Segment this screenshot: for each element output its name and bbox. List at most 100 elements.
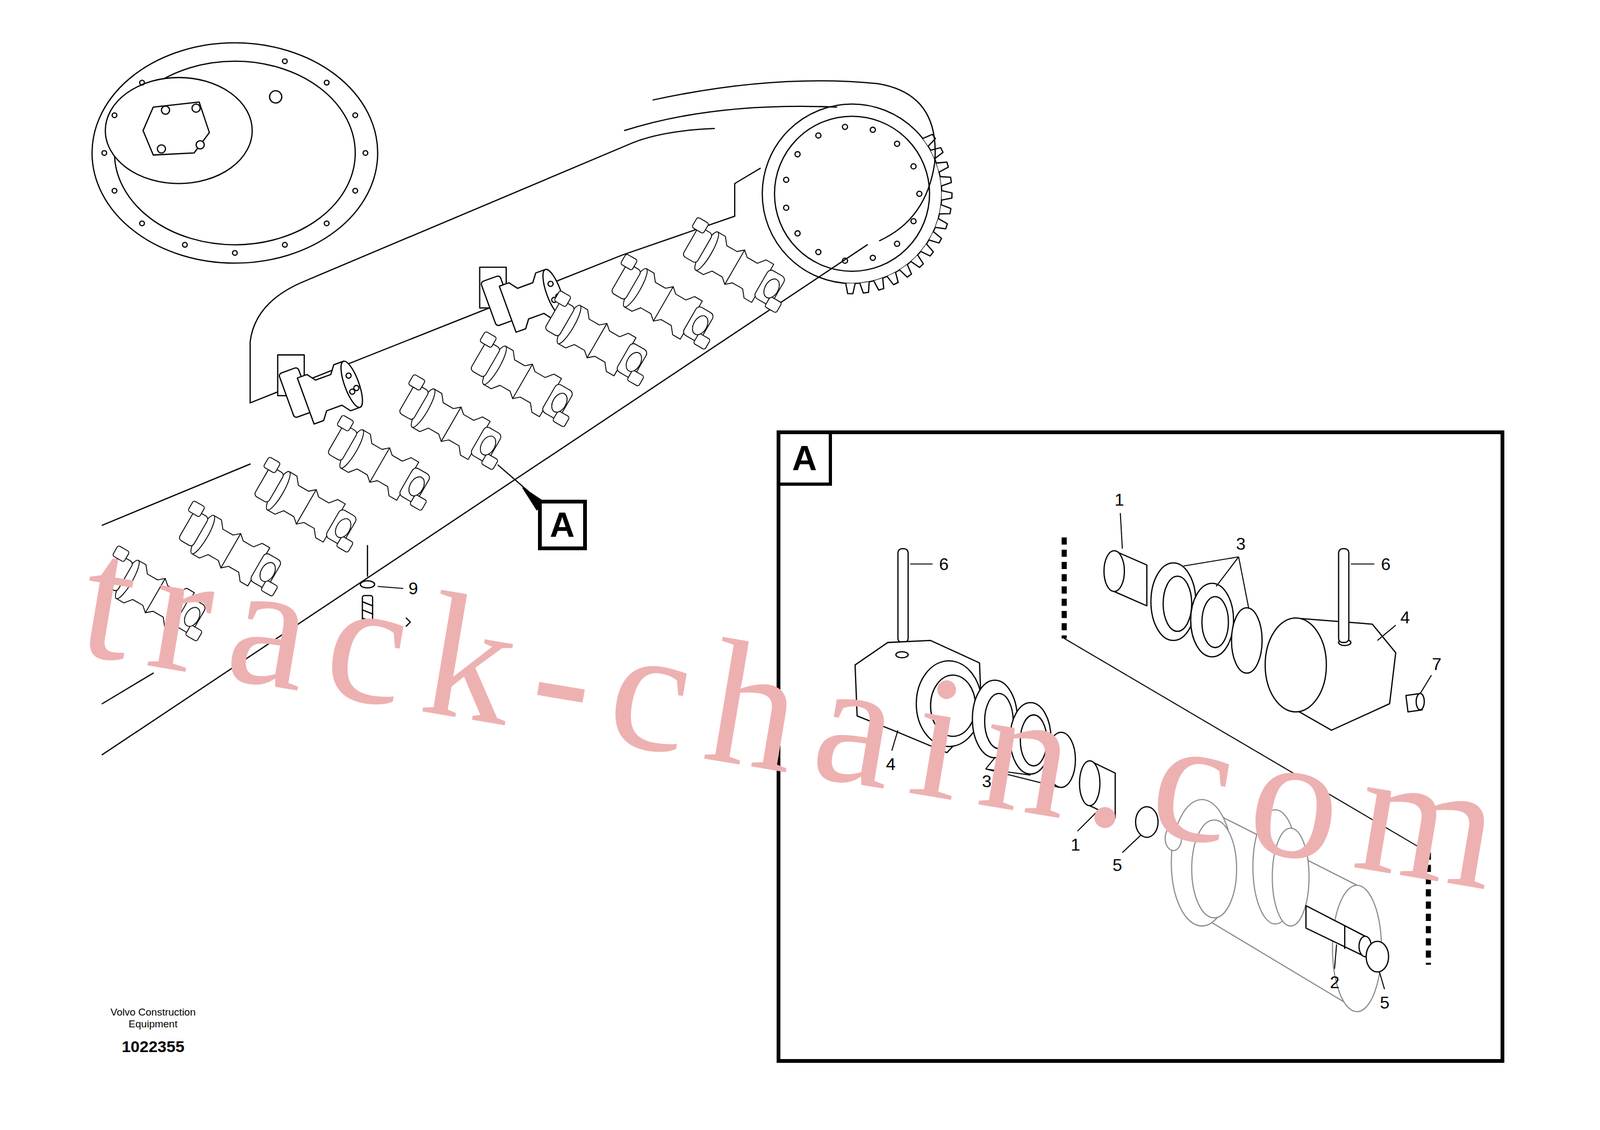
track-frame [624, 106, 837, 131]
bolt-holes [282, 59, 288, 64]
bolt [161, 105, 170, 114]
shaft-groove [1344, 926, 1346, 949]
bolt-holes [112, 112, 118, 118]
bolt-holes [112, 188, 118, 194]
sprocket-tooth [930, 147, 943, 160]
track-rollers [319, 414, 444, 514]
sprocket-hole [815, 132, 821, 138]
sprocket-hole [794, 231, 800, 236]
view-leader [498, 464, 529, 492]
sprocket-hole [870, 127, 875, 133]
pin [1338, 548, 1350, 643]
bolt-holes [182, 242, 188, 248]
callout-number: 6 [1380, 554, 1391, 575]
seal [1190, 583, 1234, 658]
view-heading: A [780, 434, 832, 486]
callout-number: 6 [938, 554, 949, 575]
view-callout-box: A [537, 499, 587, 551]
bolt-holes [282, 242, 288, 248]
drive-plate [105, 77, 253, 184]
sprocket-hole [794, 151, 800, 157]
sprocket-ring [774, 116, 930, 271]
sprocket-tooth [936, 162, 949, 173]
track-frame [734, 168, 760, 217]
leader-lines [1350, 563, 1375, 565]
sprocket-tooth [873, 278, 885, 291]
sprocket-hole [916, 191, 922, 197]
sprocket-hole [783, 177, 789, 183]
sprocket-rim [762, 104, 942, 284]
carrier-rollers [278, 349, 367, 430]
sprocket-hole [815, 249, 821, 255]
sprocket-hole [894, 241, 900, 247]
track-rollers [390, 374, 515, 473]
bolt-holes [324, 220, 329, 226]
bolt-holes [363, 150, 369, 156]
callout-number: 3 [1236, 534, 1246, 555]
sprocket-tooth [941, 190, 952, 200]
callout-number: 1 [1114, 490, 1125, 511]
bolt-holes [353, 188, 358, 194]
leader-lines [1238, 556, 1250, 609]
leader-lines [1419, 675, 1432, 694]
callout-number: 2 [1329, 972, 1340, 993]
group-bracket [1061, 537, 1067, 639]
sprocket-tooth [920, 244, 934, 256]
track-rollers [461, 331, 586, 430]
bolt-holes [102, 150, 107, 156]
drive-hub [142, 102, 210, 156]
sprocket-tooth [935, 218, 948, 229]
leader-lines [1120, 513, 1123, 549]
bolt-holes [102, 59, 369, 256]
ring-outer [91, 42, 378, 264]
bolt [196, 140, 205, 149]
leader-lines [1379, 972, 1385, 990]
view-letter: A [549, 507, 575, 543]
bolt [157, 145, 166, 154]
sprocket-hole [870, 255, 875, 261]
leader-lines [1377, 625, 1396, 641]
leader-lines [1183, 556, 1239, 566]
leader-lines [909, 563, 933, 565]
watermark: track-chain.com [68, 493, 1534, 935]
bolt [191, 104, 200, 113]
sprocket-hole [894, 141, 900, 147]
seal [1231, 607, 1262, 673]
sprocket-hole [910, 218, 916, 224]
sprocket-tooth [859, 282, 870, 294]
callout-number: 5 [1379, 993, 1390, 1014]
sprocket-tooth [928, 231, 942, 243]
sprocket-tooth [939, 204, 951, 214]
leader-lines [1216, 556, 1239, 587]
track-frame [653, 80, 936, 241]
sprocket-hole [783, 205, 789, 211]
maker-name: Volvo Construction Equipment [99, 1006, 207, 1031]
bolt-holes [324, 80, 329, 85]
sprocket-tooth [940, 176, 952, 186]
callout-number: 7 [1431, 654, 1442, 675]
sprocket-hole [842, 124, 848, 129]
o-ring [1366, 941, 1389, 973]
leader-lines [1334, 944, 1337, 970]
bolt-holes [353, 112, 358, 118]
callout-number: 4 [1400, 607, 1410, 628]
shaft [1306, 905, 1366, 957]
bolt-holes [139, 80, 145, 85]
bolt-holes [232, 250, 238, 256]
sprocket-tooth [910, 255, 924, 268]
sprocket-tooth [845, 283, 856, 294]
sprocket-hole [910, 163, 916, 169]
seal [1163, 576, 1192, 631]
drawing-number: 1022355 [121, 1037, 185, 1057]
sprocket-tooth [887, 272, 899, 285]
grease-plug [269, 90, 283, 104]
swing-ring [91, 42, 378, 264]
view-leader [498, 464, 544, 511]
plug [1416, 693, 1425, 710]
seal [1150, 563, 1196, 641]
seal [1201, 596, 1229, 648]
bolt-holes [139, 220, 145, 226]
sprocket-tooth [899, 264, 912, 277]
bushing [1103, 550, 1125, 592]
